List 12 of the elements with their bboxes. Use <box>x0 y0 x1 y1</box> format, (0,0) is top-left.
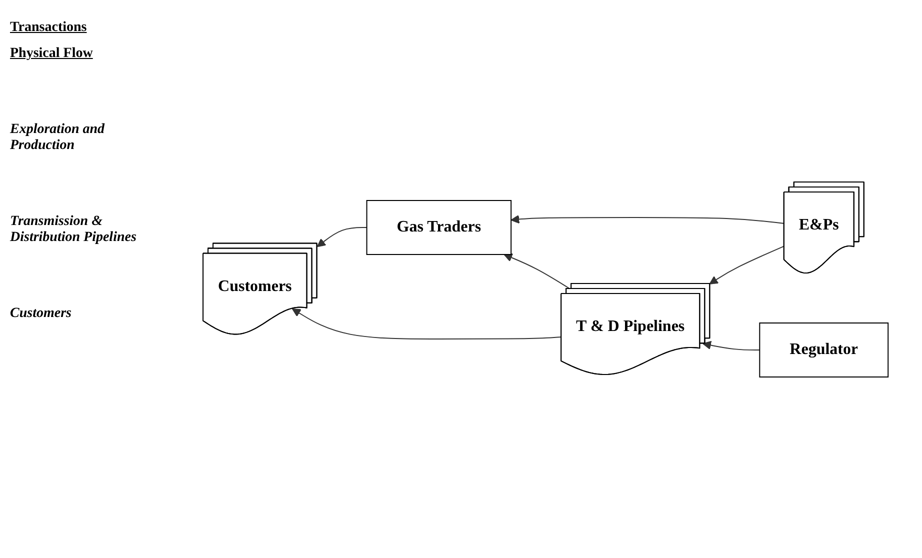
row-label: Customers <box>10 306 72 322</box>
column-heading: Physical Flow <box>10 46 94 62</box>
arrow <box>511 214 786 224</box>
node-box: Regulator <box>760 322 890 377</box>
arrow <box>702 340 761 350</box>
column-heading: Transactions <box>10 20 88 36</box>
row-label: Exploration and Production <box>10 122 106 154</box>
arrow <box>317 226 368 247</box>
node-box: Gas Traders <box>366 200 512 254</box>
arrow <box>292 308 562 339</box>
arrow <box>710 245 786 284</box>
row-label: Transmission & Distribution Pipelines <box>10 214 138 246</box>
